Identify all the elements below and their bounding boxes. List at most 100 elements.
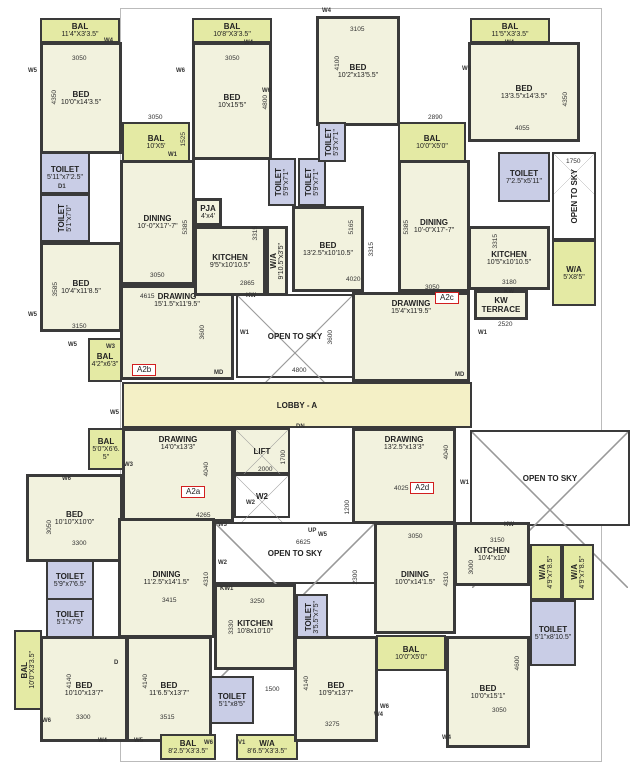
room-name: BED (349, 62, 367, 72)
opening-label: W6 (380, 704, 389, 710)
dimension-label: 4025 (394, 485, 409, 492)
dimension-label: 3180 (502, 279, 517, 286)
room-name: W/A (268, 253, 278, 269)
opening-label: KW (504, 522, 514, 528)
room-dimensions: 10'4"x10' (477, 554, 507, 562)
room-name: OPEN TO SKY (267, 331, 323, 341)
dimension-label: 3515 (160, 714, 175, 721)
room-dimensions: 14'0"x13'3" (160, 444, 196, 451)
room-name: TOILET (50, 164, 80, 174)
room-dimensions: 10'10"X10'0" (54, 518, 95, 526)
dimension-label: 3315 (368, 242, 375, 257)
room-name: KITCHEN (237, 618, 273, 628)
room-name: TOILET (55, 609, 85, 619)
dimension-label: 6625 (296, 539, 311, 546)
opening-label: W5 (28, 68, 37, 74)
opening-label: W4 (322, 8, 331, 14)
opening-label: W5 (110, 410, 119, 416)
dimension-label: 3050 (408, 533, 423, 540)
dimension-label: 3315 (492, 234, 499, 249)
room-name: BAL (147, 133, 165, 143)
room-dimensions: 5'9"x7'1" (312, 168, 320, 196)
room-dimensions: 10'x15'5" (217, 101, 247, 109)
room-dimensions: 5'3"x7'1" (332, 128, 340, 156)
room-dimensions: 15'4"x11'9.5" (391, 308, 431, 315)
room-name: PJA (200, 203, 216, 213)
room-dimensions: 11'4"X3'3.5" (61, 31, 99, 38)
room-name: TOILET (55, 571, 85, 581)
room-name: TOILET (509, 168, 539, 178)
room-dimensions: 5'1"x7'0" (65, 204, 73, 232)
room-dimensions: 13'2.5"x10'10.5" (302, 249, 354, 257)
room-dimensions: 4'9"x7'8.5" (546, 555, 554, 589)
room-name: BAL (96, 351, 114, 361)
dimension-label: 2865 (240, 280, 255, 287)
room-dimensions: 10'9"x13'7" (318, 689, 354, 697)
opening-label: W5 (68, 342, 77, 348)
opening-label: W3 (124, 462, 133, 468)
room-name: BED (319, 240, 337, 250)
opening-label: W2 (246, 500, 255, 506)
room-dimensions: 9'10.5"x3'5" (277, 242, 285, 280)
dimension-label: 4350 (562, 92, 569, 107)
dimension-label: 4310 (443, 572, 450, 587)
room-name: BAL (71, 22, 89, 31)
room-dimensions: 10'2"x13'5.5" (337, 71, 379, 79)
room-name: DRAWING (157, 292, 197, 301)
unit-tag-a2d: A2d (410, 482, 435, 494)
room-name: BAL (423, 133, 441, 143)
room-dimensions: 5'9"x7'6.5" (53, 580, 87, 588)
opening-label: UP (308, 528, 317, 534)
opening-label: D1 (58, 184, 66, 190)
dimension-label: 4265 (196, 512, 211, 519)
dimension-label: 3250 (250, 598, 265, 605)
site-boundary (120, 8, 602, 762)
room-dimensions: 10'8x10'10" (237, 627, 273, 635)
room-dimensions: 10'-0"X17'-7" (137, 223, 178, 230)
dimension-label: 4040 (203, 462, 210, 477)
dimension-label: 3050 (492, 707, 507, 714)
room-lobby-a: LOBBY - A (122, 382, 472, 428)
dimension-label: 1700 (280, 450, 287, 465)
dimension-label: 4020 (346, 276, 361, 283)
room-name: BED (66, 509, 83, 519)
room-dimensions: 8'6.5"X3'3.5" (247, 747, 287, 755)
dimension-label: 3330 (228, 620, 235, 635)
room-dimensions: 15'1.5"x11'9.5" (154, 301, 200, 308)
dimension-label: 3150 (72, 323, 87, 330)
opening-label: MD (214, 370, 224, 376)
opening-label: KW (246, 293, 256, 299)
opening-label: W4 (442, 735, 451, 741)
room-dimensions: 10'0"X3'3.5" (28, 651, 36, 689)
room-name: KW TERRACE (481, 296, 521, 314)
room-dimensions: 10'8"X3'3.5" (213, 31, 251, 38)
dimension-label: 3050 (150, 272, 165, 279)
room-dimensions: 11'2.5"x14'1.5" (143, 578, 190, 586)
room-dimensions: 10'0"x14'3.5" (60, 98, 102, 106)
dimension-label: 3150 (490, 537, 505, 544)
opening-label: W3 (218, 522, 227, 528)
dimension-label: 4310 (203, 572, 210, 587)
room-name: KITCHEN (491, 249, 527, 259)
room-name: W2 (256, 491, 268, 501)
room-name: W/A (259, 738, 275, 748)
dimension-label: 3600 (199, 325, 206, 340)
